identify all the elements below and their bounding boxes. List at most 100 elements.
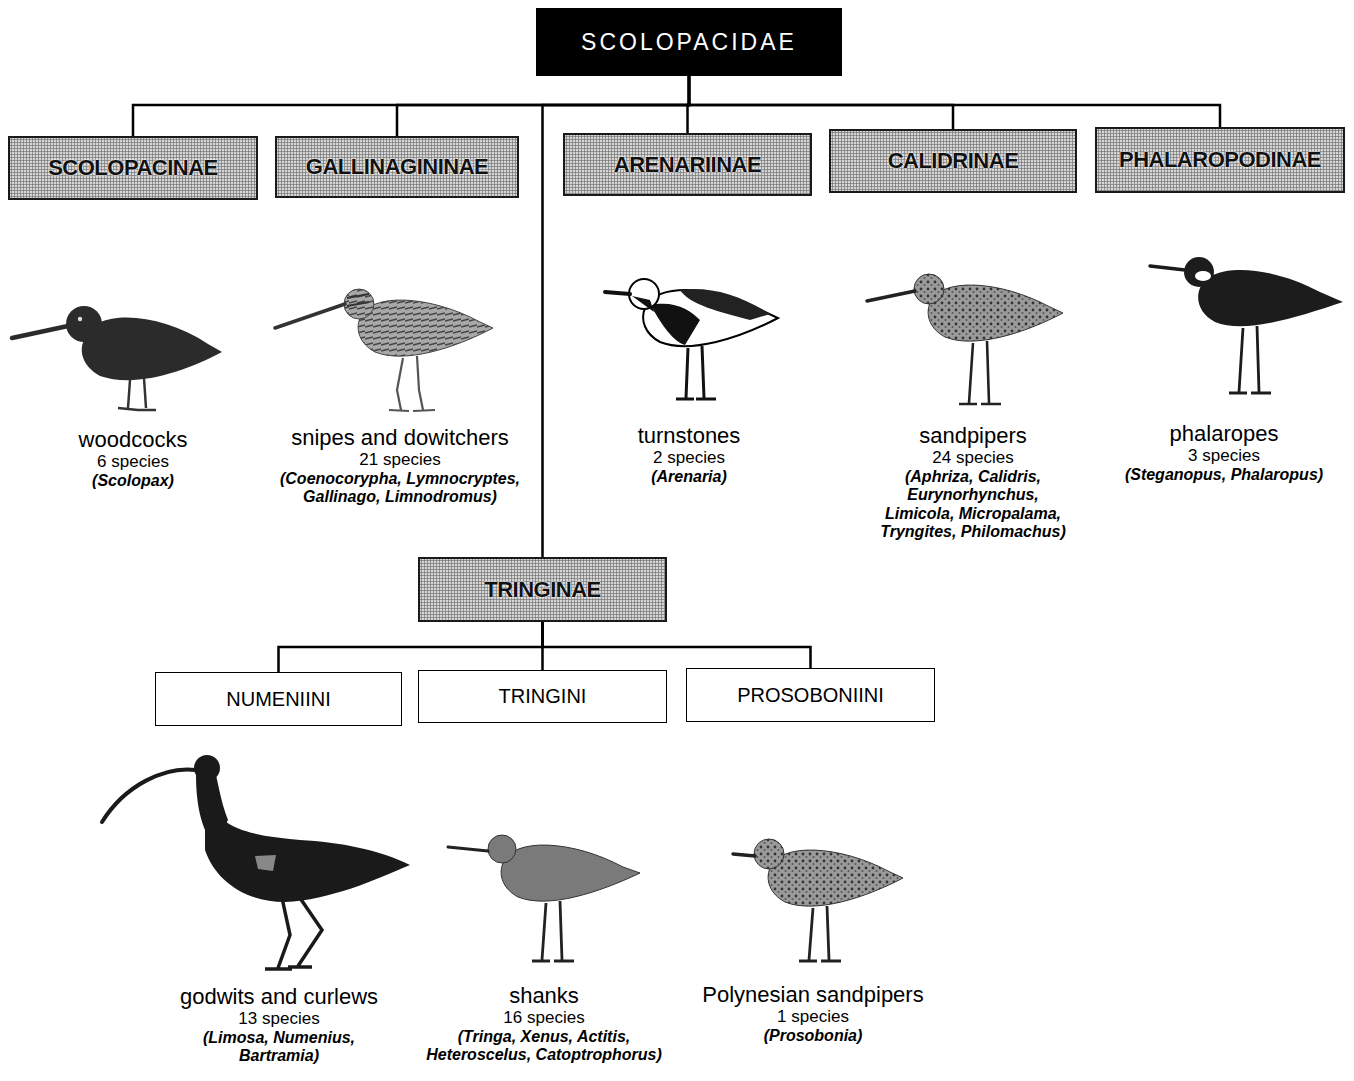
species-count: 21 species — [270, 450, 530, 470]
bird-bill — [1150, 266, 1185, 270]
species-count: 6 species — [33, 452, 233, 472]
species-count: 1 species — [668, 1007, 958, 1027]
genus-list: (Coenocorypha, Lymnocryptes, Gallinago, … — [270, 470, 530, 507]
subfamily-box: CALIDRINAE — [829, 129, 1077, 193]
box-label: ARENARIINAE — [614, 152, 761, 178]
back-patch — [680, 289, 770, 320]
tree-connector — [689, 76, 953, 129]
wing-patch — [255, 855, 276, 871]
tree-connector — [279, 622, 543, 672]
genus-list: (Aphriza, Calidris, Eurynorhynchus, Limi… — [873, 468, 1073, 542]
bird-body — [643, 290, 778, 346]
genus-list: (Arenaria) — [589, 468, 789, 486]
common-name: godwits and curlews — [164, 985, 394, 1009]
bird-bill — [867, 291, 915, 301]
caption-group: godwits and curlews13 species(Limosa, Nu… — [164, 985, 394, 1066]
common-name: sandpipers — [873, 424, 1073, 448]
sandpiper-figure — [867, 274, 1063, 404]
box-label: TRINGINAE — [484, 577, 601, 603]
bird-bill — [275, 304, 345, 328]
common-name: phalaropes — [1109, 422, 1339, 446]
bird-legs — [959, 341, 1001, 404]
tribe-box: NUMENIINI — [155, 672, 402, 726]
bird-bill — [733, 854, 755, 856]
tribe-box: TRINGINI — [418, 670, 667, 723]
bird-body — [501, 845, 640, 901]
bird-head — [488, 835, 516, 863]
bird-head — [1184, 257, 1214, 287]
bird-head — [344, 289, 374, 319]
species-count: 24 species — [873, 448, 1073, 468]
box-label: SCOLOPACINAE — [48, 155, 218, 181]
genus-list: (Limosa, Numenius, Bartramia) — [164, 1029, 394, 1066]
bird-head — [194, 755, 220, 781]
box-label: GALLINAGININAE — [306, 154, 488, 180]
species-count: 2 species — [589, 448, 789, 468]
genus-list: (Steganopus, Phalaropus) — [1109, 466, 1339, 484]
common-name: Polynesian sandpipers — [668, 983, 958, 1007]
family-box: SCOLOPACIDAE — [536, 8, 842, 76]
subfamily-box: SCOLOPACINAE — [8, 136, 258, 200]
woodcock-figure — [12, 306, 222, 410]
bird-legs — [532, 901, 574, 961]
box-label: SCOLOPACIDAE — [581, 29, 797, 56]
cheek-patch — [1195, 271, 1211, 281]
bird-body — [928, 285, 1063, 341]
bird-bill — [102, 769, 196, 822]
subfamily-box: GALLINAGININAE — [275, 136, 519, 198]
bird-body — [768, 850, 903, 906]
species-count: 3 species — [1109, 446, 1339, 466]
breast-patch — [650, 304, 700, 345]
bird-head — [914, 274, 944, 304]
caption-group: shanks16 species(Tringa, Xenus, Actitis,… — [409, 984, 679, 1065]
phalarope-figure — [1150, 257, 1343, 393]
bird-body — [82, 318, 222, 381]
common-name: woodcocks — [33, 428, 233, 452]
box-label: NUMENIINI — [226, 688, 330, 711]
face-mark — [632, 296, 654, 312]
bird-legs — [799, 906, 841, 961]
bird-head — [66, 306, 102, 342]
bird-body — [358, 300, 493, 356]
bird-legs — [389, 356, 435, 411]
genus-list: (Prosobonia) — [668, 1027, 958, 1045]
tree-connector — [543, 622, 811, 668]
box-label: CALIDRINAE — [888, 148, 1019, 174]
common-name: shanks — [409, 984, 679, 1008]
bird-bill — [12, 326, 68, 338]
bird-bill — [448, 847, 488, 851]
tribe-box: PROSOBONIINI — [686, 668, 935, 722]
species-count: 13 species — [164, 1009, 394, 1029]
tree-connector — [689, 76, 1220, 127]
bird-legs — [1229, 326, 1271, 393]
caption-group: phalaropes3 species(Steganopus, Phalarop… — [1109, 422, 1339, 484]
turnstone-figure — [605, 279, 778, 399]
bird-legs — [676, 346, 716, 399]
common-name: turnstones — [589, 424, 789, 448]
caption-group: Polynesian sandpipers1 species(Prosoboni… — [668, 983, 958, 1045]
subfamily-box: ARENARIINAE — [563, 133, 812, 196]
bird-body — [1198, 270, 1343, 326]
caption-group: sandpipers24 species(Aphriza, Calidris, … — [873, 424, 1073, 541]
bird-bill — [605, 292, 630, 294]
species-count: 16 species — [409, 1008, 679, 1028]
box-label: TRINGINI — [499, 685, 587, 708]
polynesian-sandpiper-figure — [733, 839, 903, 961]
shank-figure — [448, 835, 640, 961]
bird-legs — [265, 898, 322, 969]
bird-body — [205, 790, 410, 902]
genus-list: (Scolopax) — [33, 472, 233, 490]
genus-list: (Tringa, Xenus, Actitis, Heteroscelus, C… — [409, 1028, 679, 1065]
subfamily-box: PHALAROPODINAE — [1095, 127, 1345, 193]
common-name: snipes and dowitchers — [270, 426, 530, 450]
snipe-figure — [275, 289, 493, 411]
bird-head — [754, 839, 784, 869]
curlew-figure — [102, 755, 410, 969]
caption-group: turnstones2 species(Arenaria) — [589, 424, 789, 486]
head-stripes — [347, 294, 369, 306]
box-label: PROSOBONIINI — [737, 684, 884, 707]
box-label: PHALAROPODINAE — [1119, 147, 1321, 173]
subfamily-box: TRINGINAE — [418, 557, 667, 622]
bird-legs — [118, 378, 156, 410]
